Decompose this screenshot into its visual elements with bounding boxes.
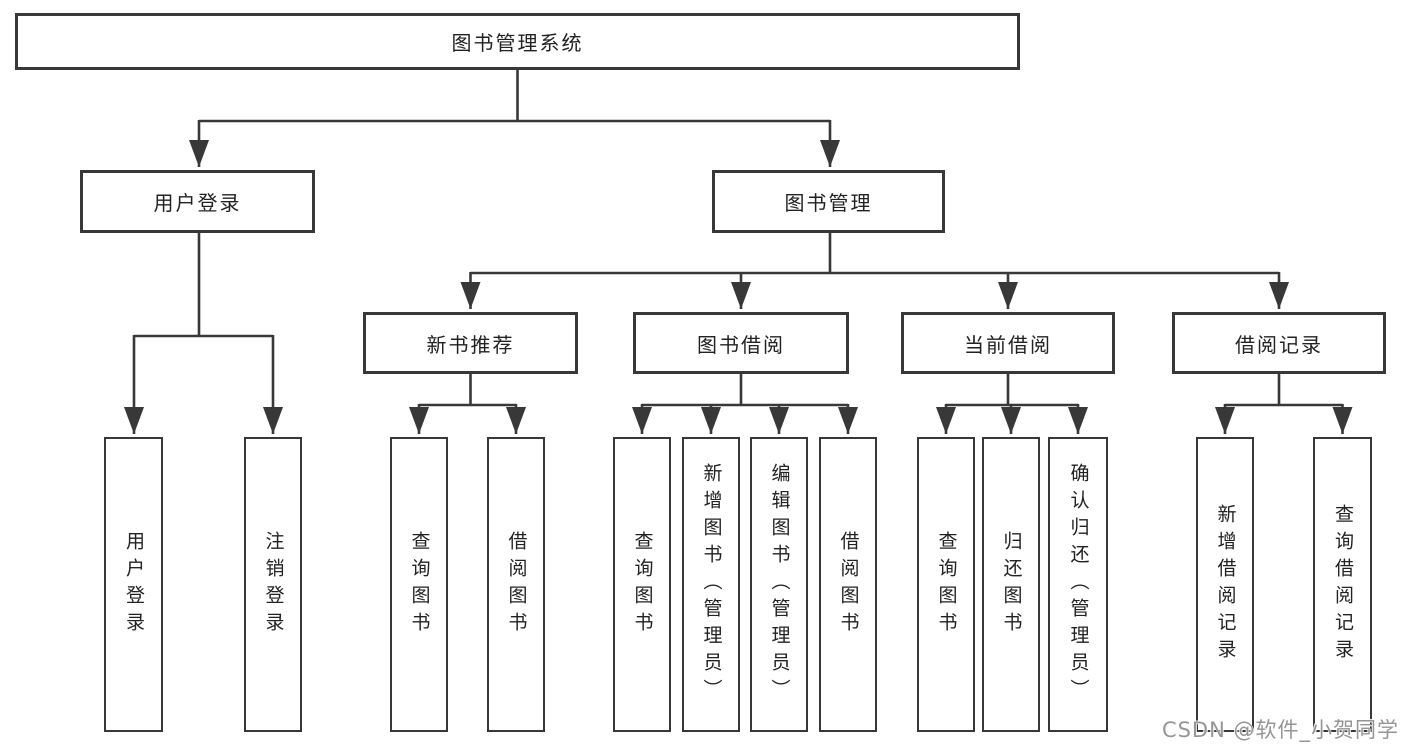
node-label: 新书推荐 bbox=[426, 332, 515, 357]
node-label: 确认归还（管理员） bbox=[1067, 463, 1090, 706]
node-book-management: 图书管理 bbox=[712, 170, 945, 233]
leaf-borrow-books-recommend: 借阅图书 bbox=[487, 437, 545, 732]
node-label: 借阅记录 bbox=[1235, 332, 1323, 357]
node-label: 新增图书（管理员） bbox=[700, 463, 723, 706]
leaf-add-books-admin: 新增图书（管理员） bbox=[682, 437, 740, 732]
node-label: 借阅图书 bbox=[505, 530, 528, 639]
node-label: 当前借阅 bbox=[964, 332, 1052, 357]
node-label: 用户登录 bbox=[123, 530, 145, 639]
leaf-return-books: 归还图书 bbox=[982, 437, 1040, 732]
leaf-logout-login: 注销登录 bbox=[244, 437, 302, 732]
node-label: 查询图书 bbox=[631, 530, 654, 639]
leaf-query-borrow-record: 查询借阅记录 bbox=[1313, 437, 1372, 732]
leaf-edit-books-admin: 编辑图书（管理员） bbox=[750, 437, 808, 732]
leaf-query-books-recommend: 查询图书 bbox=[390, 437, 448, 732]
node-label: 注销登录 bbox=[262, 530, 285, 639]
node-new-book-recommend: 新书推荐 bbox=[363, 312, 578, 374]
node-label: 图书管理系统 bbox=[451, 31, 584, 55]
leaf-query-books-borrow: 查询图书 bbox=[613, 437, 671, 732]
node-label: 查询图书 bbox=[408, 530, 431, 639]
node-label: 借阅图书 bbox=[837, 530, 860, 639]
node-label: 查询借阅记录 bbox=[1332, 503, 1354, 666]
node-book-borrow: 图书借阅 bbox=[633, 312, 849, 374]
node-label: 用户登录 bbox=[153, 191, 242, 215]
csdn-watermark: CSDN @软件_小贺同学 bbox=[1161, 718, 1399, 742]
leaf-user-login: 用户登录 bbox=[104, 437, 163, 732]
leaf-borrow-books: 借阅图书 bbox=[819, 437, 877, 732]
node-current-borrow: 当前借阅 bbox=[901, 312, 1115, 374]
node-label: 归还图书 bbox=[1000, 530, 1023, 639]
node-borrow-records: 借阅记录 bbox=[1172, 312, 1386, 374]
leaf-add-borrow-record: 新增借阅记录 bbox=[1196, 437, 1254, 732]
node-label: 图书管理 bbox=[784, 191, 873, 215]
node-user-login: 用户登录 bbox=[80, 170, 315, 233]
node-library-management-system: 图书管理系统 bbox=[15, 13, 1020, 70]
node-label: 新增借阅记录 bbox=[1214, 503, 1237, 666]
node-label: 查询图书 bbox=[935, 530, 958, 639]
leaf-query-books-current: 查询图书 bbox=[917, 437, 975, 732]
node-label: 图书借阅 bbox=[697, 332, 785, 357]
leaf-confirm-return-admin: 确认归还（管理员） bbox=[1048, 437, 1108, 732]
node-label: 编辑图书（管理员） bbox=[768, 463, 791, 706]
